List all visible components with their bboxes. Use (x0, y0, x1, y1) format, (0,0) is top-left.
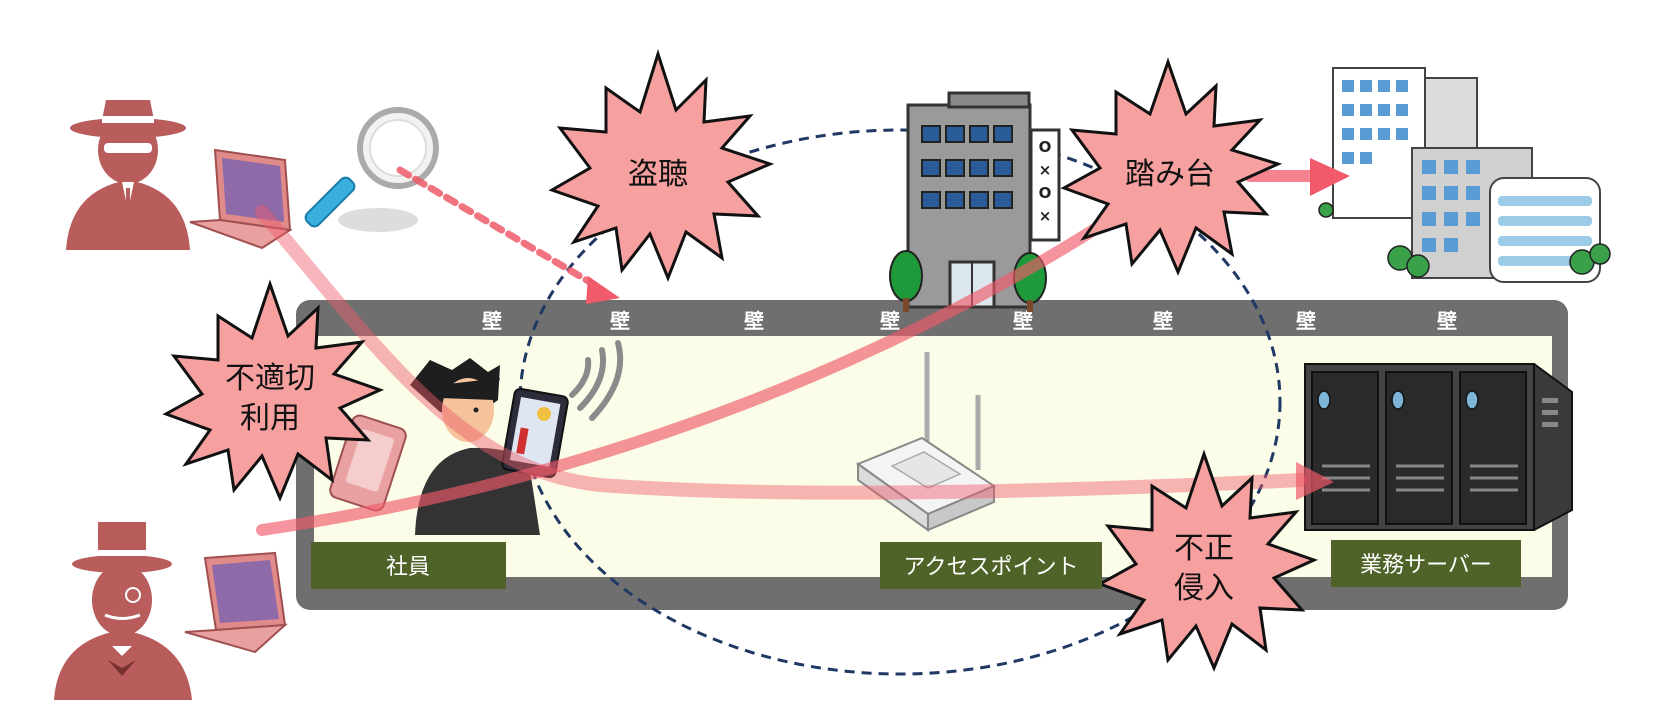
arrow-head (1310, 158, 1350, 196)
intrusion-arrow (256, 194, 1146, 536)
laptop-icon (184, 551, 288, 654)
threat-label: 不正 (1174, 531, 1234, 566)
misuse-arrow (255, 205, 1307, 500)
tree-icon (889, 250, 923, 312)
spy-attacker-icon (66, 100, 190, 250)
svg-text:アクセスポイント: アクセスポイント (904, 555, 1079, 580)
threat-label: 不適切 (225, 361, 315, 396)
employee-label: 社員 (311, 542, 506, 589)
wall-label: 壁 (482, 309, 502, 333)
threat-label: 盗聴 (628, 157, 688, 192)
wall-label: 壁 (880, 309, 900, 333)
burst-stepping-stone: 踏み台 (1060, 57, 1283, 276)
gentleman-attacker-icon (54, 522, 192, 700)
burst-misuse: 不適切 利用 (162, 279, 385, 502)
tablet-icon (501, 387, 569, 479)
server-label: 業務サーバー (1331, 540, 1521, 587)
arrow-head (1296, 462, 1334, 500)
threat-label: 利用 (240, 401, 300, 436)
wall-label: 壁 (1013, 309, 1033, 333)
burst-eavesdropping: 盗聴 (548, 49, 775, 283)
external-buildings-icon (1318, 67, 1611, 283)
wall-label: 壁 (610, 309, 630, 333)
svg-text:O: O (1039, 138, 1052, 156)
threat-label: 侵入 (1174, 571, 1234, 606)
wall-label: 壁 (1296, 309, 1316, 333)
svg-text:×: × (1039, 207, 1052, 225)
burst-intrusion: 不正 侵入 (1096, 449, 1319, 672)
wall-label: 壁 (1153, 309, 1173, 333)
wall-label: 壁 (1437, 309, 1457, 333)
wireless-router-icon (855, 352, 997, 532)
wall-labels: 壁 壁 壁 壁 壁 壁 壁 壁 (482, 309, 1457, 333)
svg-text:×: × (1039, 161, 1052, 179)
wall-label: 壁 (744, 309, 764, 333)
svg-text:社員: 社員 (386, 555, 430, 580)
wireless-range-circle (518, 128, 1282, 676)
attack-paths (255, 166, 1324, 536)
wifi-signal-icon (569, 340, 624, 421)
magnifier-icon (304, 107, 439, 232)
threat-label: 踏み台 (1125, 157, 1215, 192)
laptop-icon (189, 148, 293, 250)
server-rack-icon (1304, 363, 1573, 531)
arrow-head (586, 276, 620, 304)
office-building-icon: O × O × (889, 91, 1061, 312)
eavesdrop-dotted-arrow (396, 166, 604, 292)
svg-text:業務サーバー: 業務サーバー (1360, 553, 1492, 578)
access-point-label: アクセスポイント (880, 542, 1102, 589)
svg-text:O: O (1039, 184, 1052, 202)
